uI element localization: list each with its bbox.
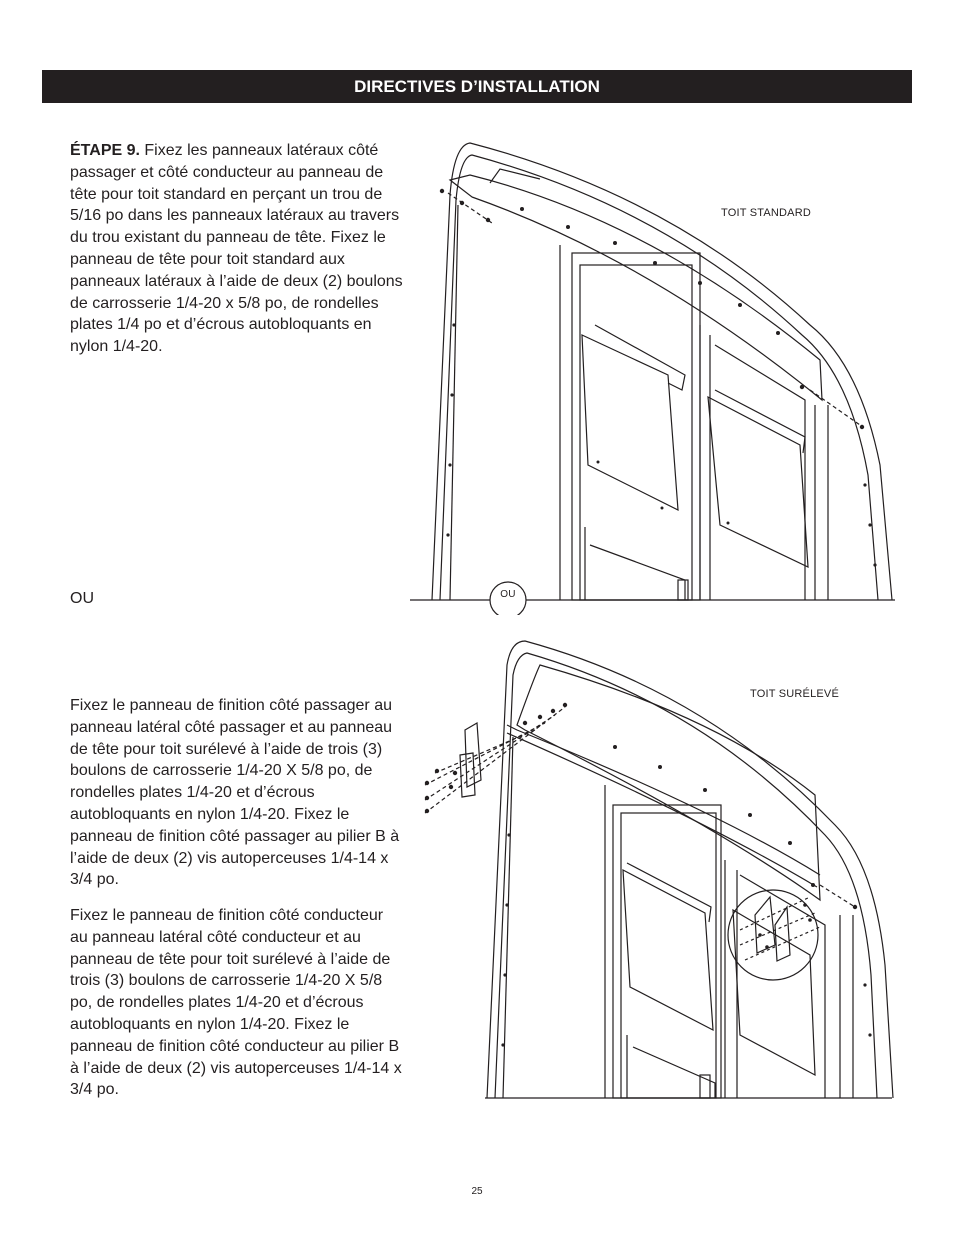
- standard-roof-figure: TOIT STANDARD OU: [410, 135, 900, 619]
- or-badge-label: OU: [500, 589, 516, 600]
- step-9-paragraph: ÉTAPE 9. Fixez les panneaux latéraux côt…: [70, 140, 405, 358]
- section-title: DIRECTIVES D’INSTALLATION: [354, 77, 600, 96]
- or-text: OU: [70, 590, 94, 607]
- step-label: ÉTAPE 9.: [70, 142, 140, 159]
- page-number: 25: [471, 1186, 483, 1197]
- passenger-side-paragraph: Fixez le panneau de finition côté passag…: [70, 697, 400, 889]
- driver-side-paragraph: Fixez le panneau de finition côté conduc…: [70, 907, 402, 1099]
- standard-roof-label: TOIT STANDARD: [721, 207, 811, 219]
- raised-roof-diagram: [424, 640, 894, 1099]
- standard-roof-diagram: [410, 142, 895, 619]
- raised-roof-label: TOIT SURÉLEVÉ: [750, 688, 839, 700]
- step-9-text: Fixez les panneaux latéraux côté passage…: [70, 142, 403, 356]
- section-header: DIRECTIVES D’INSTALLATION: [42, 70, 912, 103]
- raised-roof-figure: TOIT SURÉLEVÉ: [415, 635, 895, 1105]
